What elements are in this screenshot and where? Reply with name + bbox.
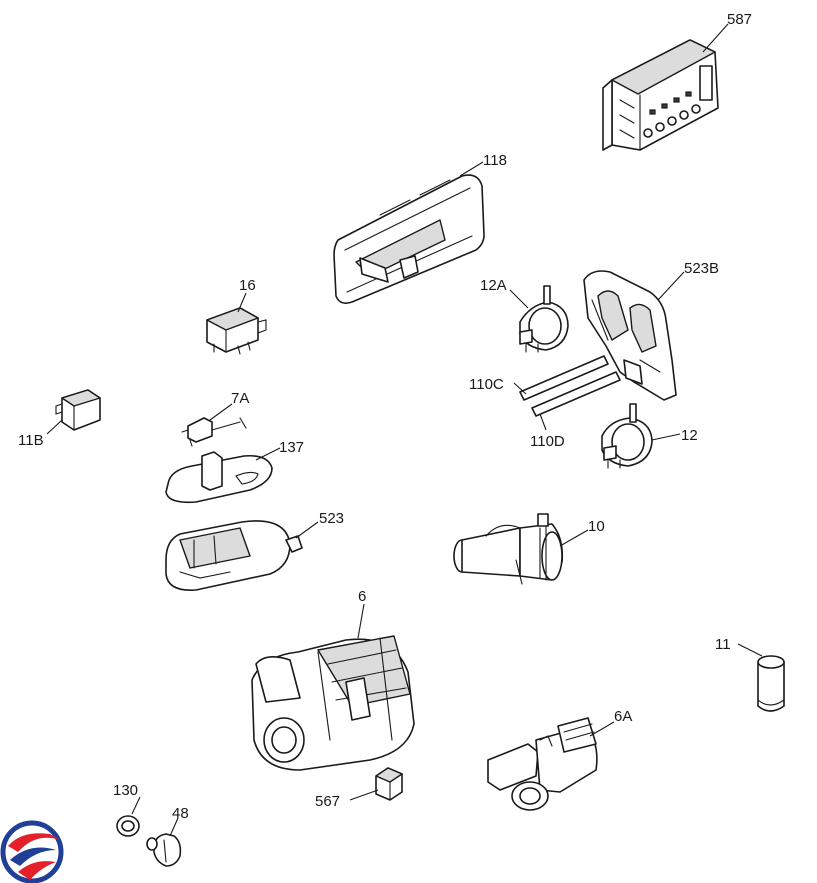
leader-7A [209, 403, 233, 421]
label-12: 12 [681, 427, 698, 444]
part-6-circulation-pump[interactable] [251, 635, 415, 771]
label-110D: 110D [530, 433, 565, 450]
leader-523B [657, 271, 685, 301]
part-523-housing[interactable] [165, 520, 303, 591]
label-16: 16 [239, 277, 256, 294]
label-118: 118 [483, 152, 507, 169]
leader-10 [559, 529, 589, 547]
part-587-electronic-module[interactable] [602, 39, 719, 151]
part-110C-hose[interactable] [519, 355, 609, 401]
leader-16 [237, 292, 247, 313]
leader-118 [459, 161, 484, 177]
leader-6 [357, 603, 365, 639]
label-10: 10 [588, 518, 605, 535]
label-12A: 12A [480, 277, 507, 294]
label-110C: 110C [469, 376, 504, 393]
leader-130 [131, 796, 141, 815]
leader-567 [349, 789, 379, 801]
part-16-relay[interactable] [206, 307, 267, 355]
part-118-dispenser[interactable] [333, 174, 485, 304]
leader-110C [513, 382, 527, 395]
leader-587 [702, 23, 729, 53]
label-11: 11 [715, 636, 731, 653]
part-12A-pressure-switch[interactable] [519, 285, 569, 353]
label-48: 48 [172, 805, 189, 822]
label-6: 6 [358, 588, 366, 605]
part-48-plug[interactable] [146, 833, 182, 867]
leader-11B [46, 419, 63, 435]
part-11B-relay[interactable] [55, 389, 101, 431]
part-6A-drain-pump[interactable] [487, 717, 598, 811]
part-12-pressure-switch[interactable] [601, 403, 653, 469]
leader-12A [509, 289, 529, 309]
leader-11 [737, 643, 763, 657]
leader-48 [169, 817, 179, 837]
leader-6A [589, 721, 615, 737]
leader-110D [539, 413, 547, 431]
part-110D-hose[interactable] [531, 371, 621, 417]
part-130-seal-ring[interactable] [116, 815, 140, 837]
label-6A: 6A [614, 708, 632, 725]
part-523B-bracket[interactable] [583, 270, 677, 401]
label-587: 587 [727, 11, 752, 28]
label-130: 130 [113, 782, 138, 799]
leader-137 [255, 447, 281, 461]
label-137: 137 [279, 439, 304, 456]
part-567-clip[interactable] [375, 767, 403, 801]
part-11-capacitor[interactable] [757, 655, 785, 712]
label-11B: 11B [18, 432, 44, 449]
leader-523 [295, 521, 319, 539]
label-567: 567 [315, 793, 340, 810]
label-523B: 523B [684, 260, 719, 277]
part-137-cover[interactable] [165, 451, 273, 504]
part-10-inlet-valve[interactable] [453, 513, 564, 585]
part-7A-clip[interactable] [181, 417, 247, 447]
leader-12 [651, 433, 681, 441]
label-523: 523 [319, 510, 344, 527]
brand-logo [0, 820, 64, 883]
label-7A: 7A [231, 390, 249, 407]
